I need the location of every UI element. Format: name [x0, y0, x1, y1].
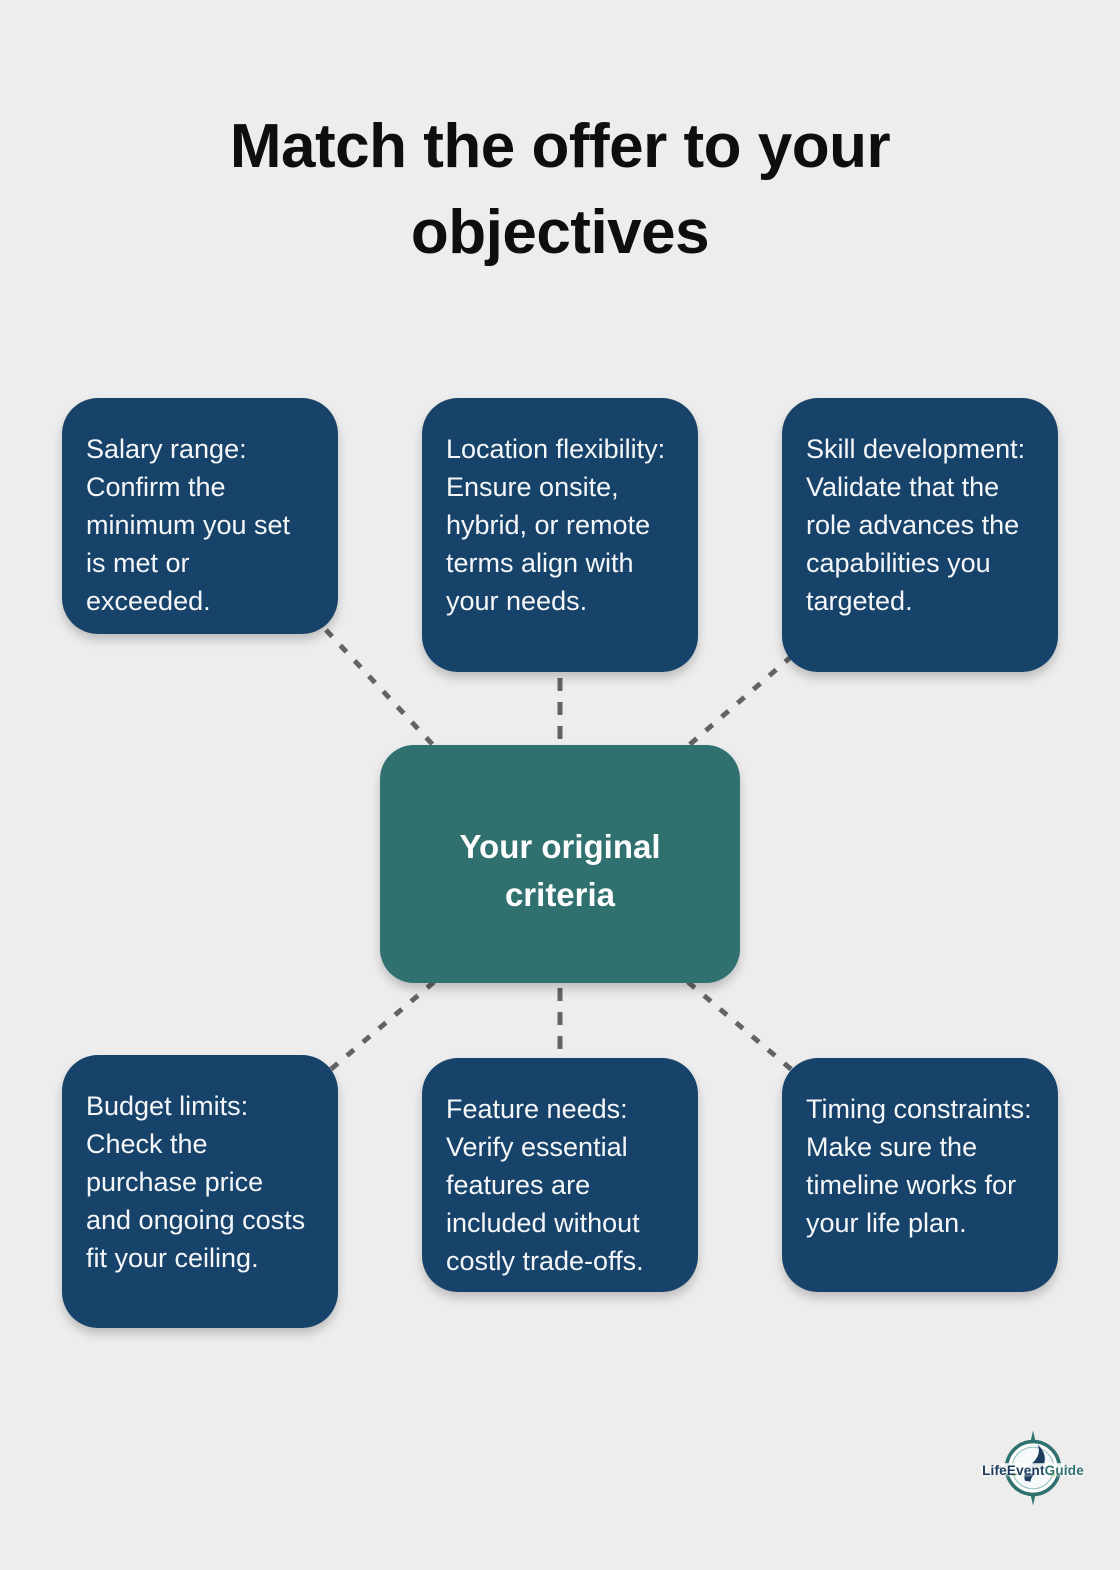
node-text: Feature needs: Verify essential features…: [446, 1094, 644, 1277]
node-text: Location flexibility: Ensure onsite, hyb…: [446, 434, 666, 617]
criteria-node-skill-development: Skill development: Validate that the rol…: [782, 398, 1058, 672]
connector-line-top-right: [686, 654, 794, 748]
connector-line-bottom-left: [328, 980, 436, 1072]
node-text: Budget limits: Check the purchase price …: [86, 1091, 306, 1274]
node-text: Skill development: Validate that the rol…: [806, 434, 1026, 617]
brand-name-guide: Guide: [1044, 1463, 1084, 1478]
criteria-node-feature-needs: Feature needs: Verify essential features…: [422, 1058, 698, 1292]
criteria-node-location-flexibility: Location flexibility: Ensure onsite, hyb…: [422, 398, 698, 672]
brand-name: LifeEventGuide: [974, 1463, 1092, 1478]
node-text: Salary range: Confirm the minimum you se…: [86, 434, 291, 617]
connector-line-top-left: [324, 628, 436, 748]
brand-logo: LifeEventGuide: [974, 1428, 1092, 1512]
criteria-node-salary-range: Salary range: Confirm the minimum you se…: [62, 398, 338, 634]
connector-line-bottom-right: [686, 980, 794, 1072]
center-node-label: Your original criteria: [459, 828, 661, 913]
page-title: Match the offer to your objectives: [229, 112, 891, 267]
node-text: Timing constraints: Make sure the timeli…: [806, 1094, 1032, 1239]
criteria-node-timing-constraints: Timing constraints: Make sure the timeli…: [782, 1058, 1058, 1292]
criteria-node-budget-limits: Budget limits: Check the purchase price …: [62, 1055, 338, 1328]
center-node: Your original criteria: [380, 745, 740, 983]
brand-name-life-event: LifeEvent: [982, 1463, 1045, 1478]
compass-logo-icon: [995, 1430, 1071, 1506]
